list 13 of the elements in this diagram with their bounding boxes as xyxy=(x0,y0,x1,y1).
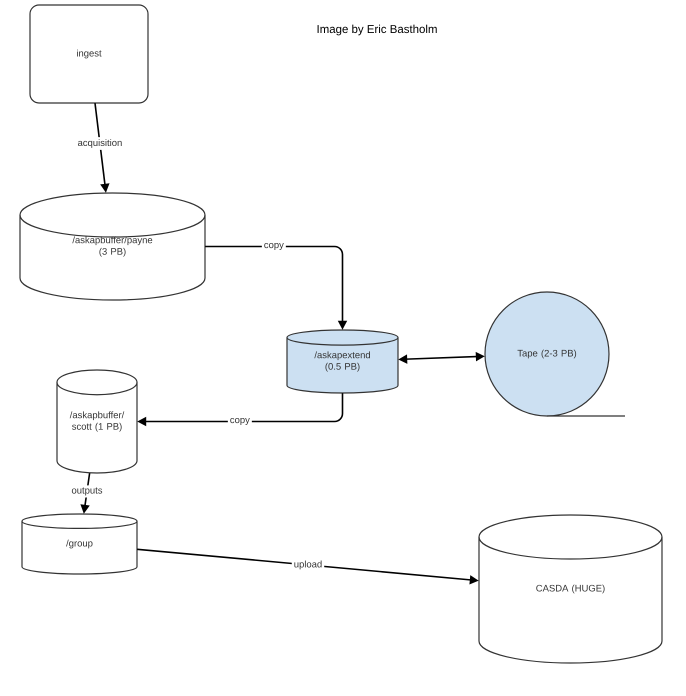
edge-label: upload xyxy=(292,558,324,572)
tape-reel: Tape (2-3 PB) xyxy=(484,291,625,417)
process-box: ingest xyxy=(29,4,149,104)
edge-label: copy xyxy=(262,240,286,252)
storage-cylinder: /askapbuffer/ scott (1 PB) xyxy=(56,369,138,474)
edge-label: acquisition xyxy=(76,137,124,150)
storage-cylinder: /askapextend (0.5 PB) xyxy=(286,329,399,394)
credit-text: Image by Eric Bastholm xyxy=(318,24,437,36)
storage-cylinder: /askapbuffer/payne (3 PB) xyxy=(19,192,206,301)
edge-label: copy xyxy=(228,416,252,428)
edge-label: outputs xyxy=(69,485,105,498)
storage-cylinder: CASDA (HUGE) xyxy=(478,514,663,664)
storage-cylinder: /group xyxy=(21,513,138,575)
